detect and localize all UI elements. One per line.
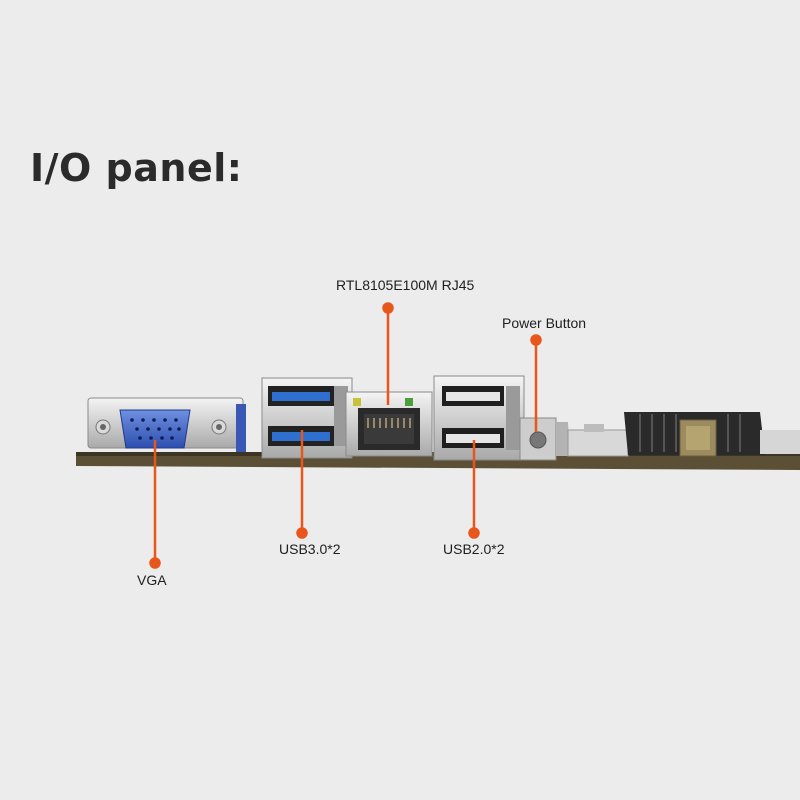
rj45-marker [382,302,394,314]
usb3-label: USB3.0*2 [279,541,341,557]
usb2-marker [468,527,480,539]
vga-label: VGA [137,572,167,588]
usb3-marker [296,527,308,539]
usb3-ports [261,377,353,459]
vga-marker [149,557,161,569]
rj45-label: RTL8105E100M RJ45 [336,277,475,293]
power-button-label: Power Button [502,315,587,331]
page-title: I/O panel: [30,146,243,190]
power-marker [530,334,542,346]
power-button [519,417,570,461]
callout-lines [149,302,542,569]
vga-connector [87,397,246,452]
usb2-label: USB2.0*2 [443,541,505,557]
board-components [567,412,800,457]
usb2-ports [433,375,525,461]
